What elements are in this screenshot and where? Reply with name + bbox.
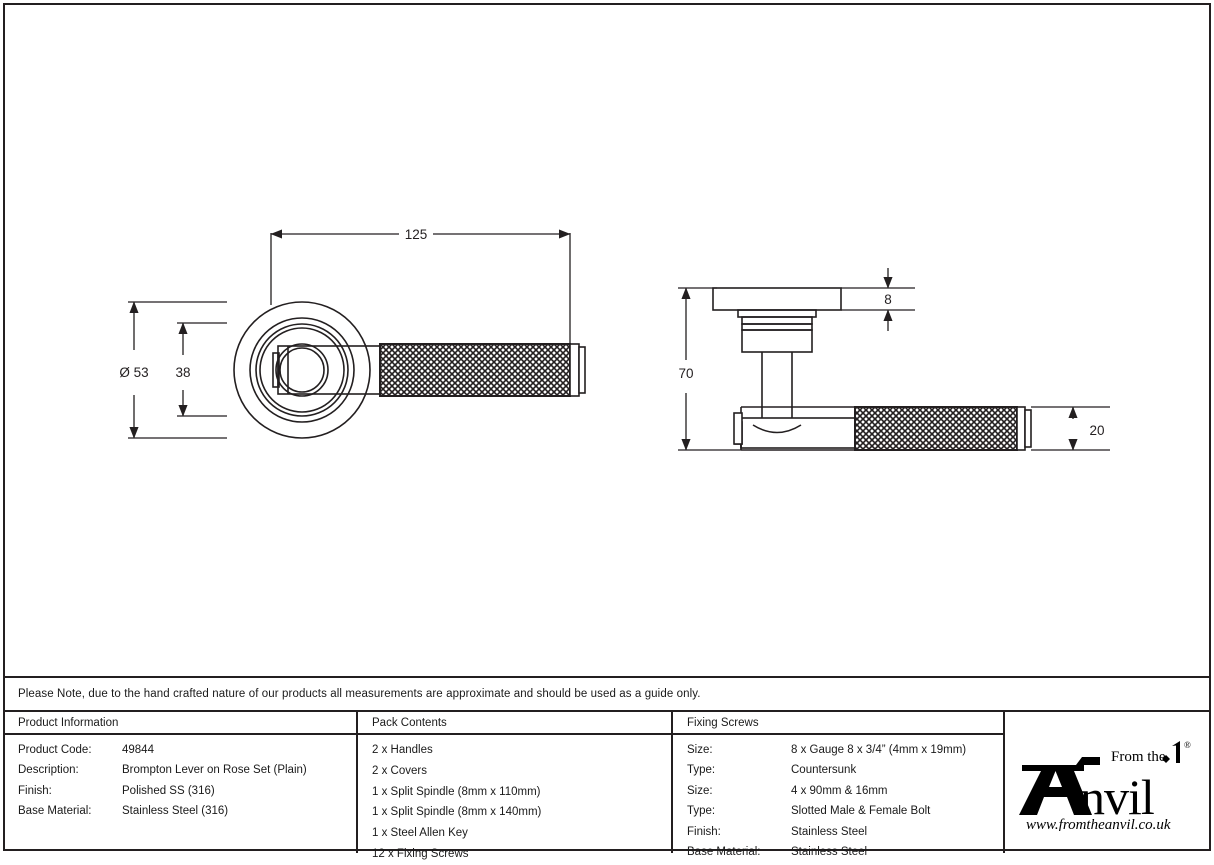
product-information-header: Product Information xyxy=(4,712,356,735)
column-product-information: Product Information Product Code: 49844 … xyxy=(4,712,358,853)
dimension-label-20: 20 xyxy=(1089,423,1104,438)
column-pack-contents: Pack Contents 2 x Handles 2 x Covers 1 x… xyxy=(358,712,673,860)
table-row: Type: Slotted Male & Female Bolt xyxy=(687,801,1003,821)
technical-drawing-area: 125 Ø 53 38 70 8 20 xyxy=(5,5,1209,675)
drawing-sheet: 125 Ø 53 38 70 8 20 Please Note, due to … xyxy=(3,3,1211,860)
brand-logo: nvil From the ® www.fromtheanvil.co.uk xyxy=(1014,735,1202,831)
list-item: 12 x Fixing Screws xyxy=(372,847,469,860)
fixing-screws-body: Size: 8 x Gauge 8 x 3/4” (4mm x 19mm) Ty… xyxy=(673,735,1003,862)
product-information-body: Product Code: 49844 Description: Brompto… xyxy=(4,735,356,822)
table-row: Size: 4 x 90mm & 16mm xyxy=(687,781,1003,801)
field-value: Stainless Steel xyxy=(791,825,868,838)
field-value: Stainless Steel (316) xyxy=(122,805,229,818)
column-brand-logo: nvil From the ® www.fromtheanvil.co.uk xyxy=(1005,712,1210,853)
field-label: Size: xyxy=(687,744,713,756)
information-block: Please Note, due to the hand crafted nat… xyxy=(4,676,1210,860)
field-label: Finish: xyxy=(18,784,52,797)
svg-text:nvil: nvil xyxy=(1080,769,1154,825)
pack-contents-header: Pack Contents xyxy=(358,712,671,735)
logo-website: www.fromtheanvil.co.uk xyxy=(1026,817,1171,831)
knurled-grip-front xyxy=(379,343,586,397)
fixing-screws-header: Fixing Screws xyxy=(673,712,1003,735)
rose-backplate-side xyxy=(712,287,842,353)
list-item: 1 x Steel Allen Key xyxy=(372,827,468,840)
table-row: Finish: Stainless Steel xyxy=(687,822,1003,842)
disclaimer-note: Please Note, due to the hand crafted nat… xyxy=(4,678,1210,712)
list-item: 2 x Handles xyxy=(372,744,433,756)
dimension-20 xyxy=(1031,406,1110,451)
field-value: Slotted Male & Female Bolt xyxy=(791,805,931,818)
dimension-8 xyxy=(841,268,915,331)
list-item: 2 x Covers xyxy=(372,764,427,777)
field-label: Base Material: xyxy=(18,805,92,818)
field-label: Type: xyxy=(687,764,716,777)
dimension-70 xyxy=(678,287,741,451)
field-value: Stainless Steel xyxy=(791,846,868,859)
table-row: Size: 8 x Gauge 8 x 3/4” (4mm x 19mm) xyxy=(687,740,1003,760)
field-value: 8 x Gauge 8 x 3/4” (4mm x 19mm) xyxy=(791,744,967,756)
table-row: Product Code: 49844 xyxy=(18,740,356,760)
specification-table: Product Information Product Code: 49844 … xyxy=(4,712,1210,860)
dimension-label-125: 125 xyxy=(405,227,428,242)
lever-body-side xyxy=(734,417,856,449)
dimension-rose-inner xyxy=(177,322,227,417)
table-row: Type: Countersunk xyxy=(687,760,1003,780)
table-row: Finish: Polished SS (316) xyxy=(18,781,356,801)
field-label: Finish: xyxy=(687,825,721,838)
field-value: Polished SS (316) xyxy=(122,784,215,797)
list-item: 1 x Split Spindle (8mm x 140mm) xyxy=(372,806,542,819)
logo-tagline: From the xyxy=(1111,749,1166,765)
dimension-label-70: 70 xyxy=(678,366,693,381)
registered-mark: ® xyxy=(1184,740,1191,750)
technical-drawing-svg: 125 Ø 53 38 70 8 20 xyxy=(119,227,1110,451)
dimension-label-rose-diameter: Ø 53 xyxy=(119,365,148,380)
knurled-grip-side xyxy=(854,406,1032,451)
rose-front-circles xyxy=(233,301,371,439)
field-label: Product Code: xyxy=(18,744,92,756)
dimension-rose-diameter xyxy=(128,301,227,439)
anvil-logo-icon: nvil From the ® www.fromtheanvil.co.uk xyxy=(1018,740,1191,831)
field-label: Description: xyxy=(18,764,79,777)
table-row: Base Material: Stainless Steel xyxy=(687,842,1003,862)
table-row: Base Material: Stainless Steel (316) xyxy=(18,801,356,821)
table-row: Description: Brompton Lever on Rose Set … xyxy=(18,760,356,780)
field-value: Countersunk xyxy=(791,764,857,777)
dimension-label-38: 38 xyxy=(175,365,190,380)
list-item: 1 x Split Spindle (8mm x 110mm) xyxy=(372,785,541,798)
disclaimer-text: Please Note, due to the hand crafted nat… xyxy=(18,688,701,700)
lever-neck-side xyxy=(752,352,802,434)
field-value: 4 x 90mm & 16mm xyxy=(791,784,888,797)
field-label: Size: xyxy=(687,784,713,797)
field-label: Type: xyxy=(687,805,716,818)
diamond-icon xyxy=(1161,754,1170,763)
field-label: Base Material: xyxy=(687,846,761,859)
field-value: 49844 xyxy=(122,744,154,756)
lever-body-outline xyxy=(733,406,855,451)
dimension-125 xyxy=(270,229,571,345)
pack-contents-body: 2 x Handles 2 x Covers 1 x Split Spindle… xyxy=(358,735,671,865)
column-fixing-screws: Fixing Screws Size: 8 x Gauge 8 x 3/4” (… xyxy=(673,712,1005,858)
field-value: Brompton Lever on Rose Set (Plain) xyxy=(122,764,307,777)
dimension-label-8: 8 xyxy=(884,292,892,307)
